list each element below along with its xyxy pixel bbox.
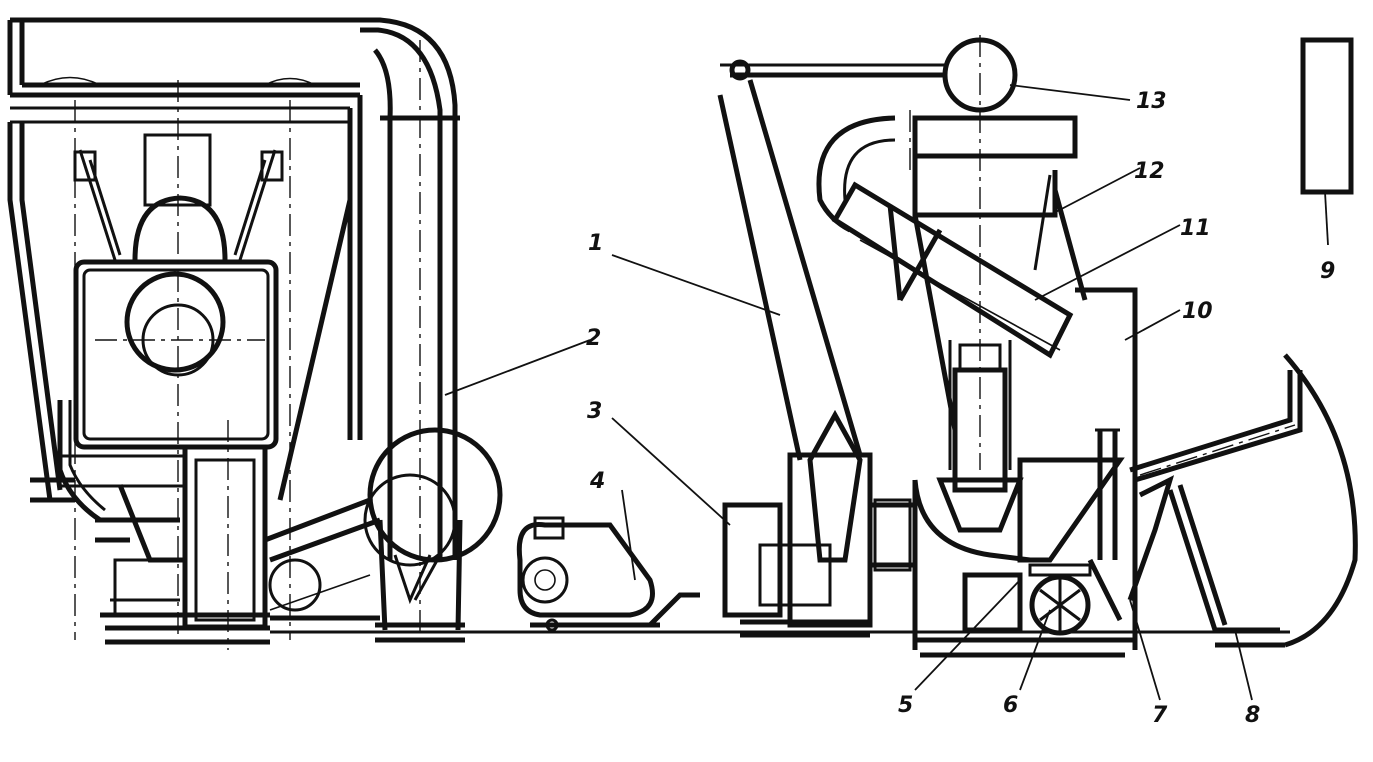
leader-lines — [444, 84, 1329, 701]
callout-10: 10 — [1182, 299, 1213, 324]
top-frame — [7, 17, 360, 124]
rotor-6 — [915, 428, 1135, 658]
conveyor-1 — [717, 59, 945, 461]
callout-12: 12 — [1134, 159, 1165, 184]
vertical-duct — [347, 17, 460, 640]
callout-1: 1 — [588, 231, 603, 256]
chute-11 — [831, 181, 1074, 359]
outlet-7-8 — [1127, 353, 1358, 648]
callout-3: 3 — [587, 399, 602, 424]
fan-13 — [942, 35, 1018, 470]
callout-2: 2 — [586, 326, 601, 351]
drum-box — [73, 80, 279, 650]
callout-labels: 1 2 3 4 5 6 7 8 9 10 11 12 13 — [586, 89, 1335, 728]
left-fan — [264, 427, 503, 643]
left-unit — [7, 17, 700, 650]
right-unit — [700, 35, 1358, 658]
control-panel-9 — [1300, 37, 1354, 195]
cyclone-12 — [816, 110, 1088, 431]
callout-6: 6 — [1003, 693, 1018, 718]
callout-13: 13 — [1136, 89, 1167, 114]
motor-4 — [516, 516, 700, 632]
callout-8: 8 — [1245, 703, 1260, 728]
hopper-10 — [912, 287, 1138, 650]
callout-7: 7 — [1152, 703, 1168, 728]
callout-4: 4 — [589, 469, 605, 494]
callout-5: 5 — [898, 693, 913, 718]
crusher-3 — [722, 409, 915, 638]
left-base — [30, 100, 291, 650]
callout-11: 11 — [1180, 216, 1211, 241]
callout-9: 9 — [1320, 259, 1335, 284]
